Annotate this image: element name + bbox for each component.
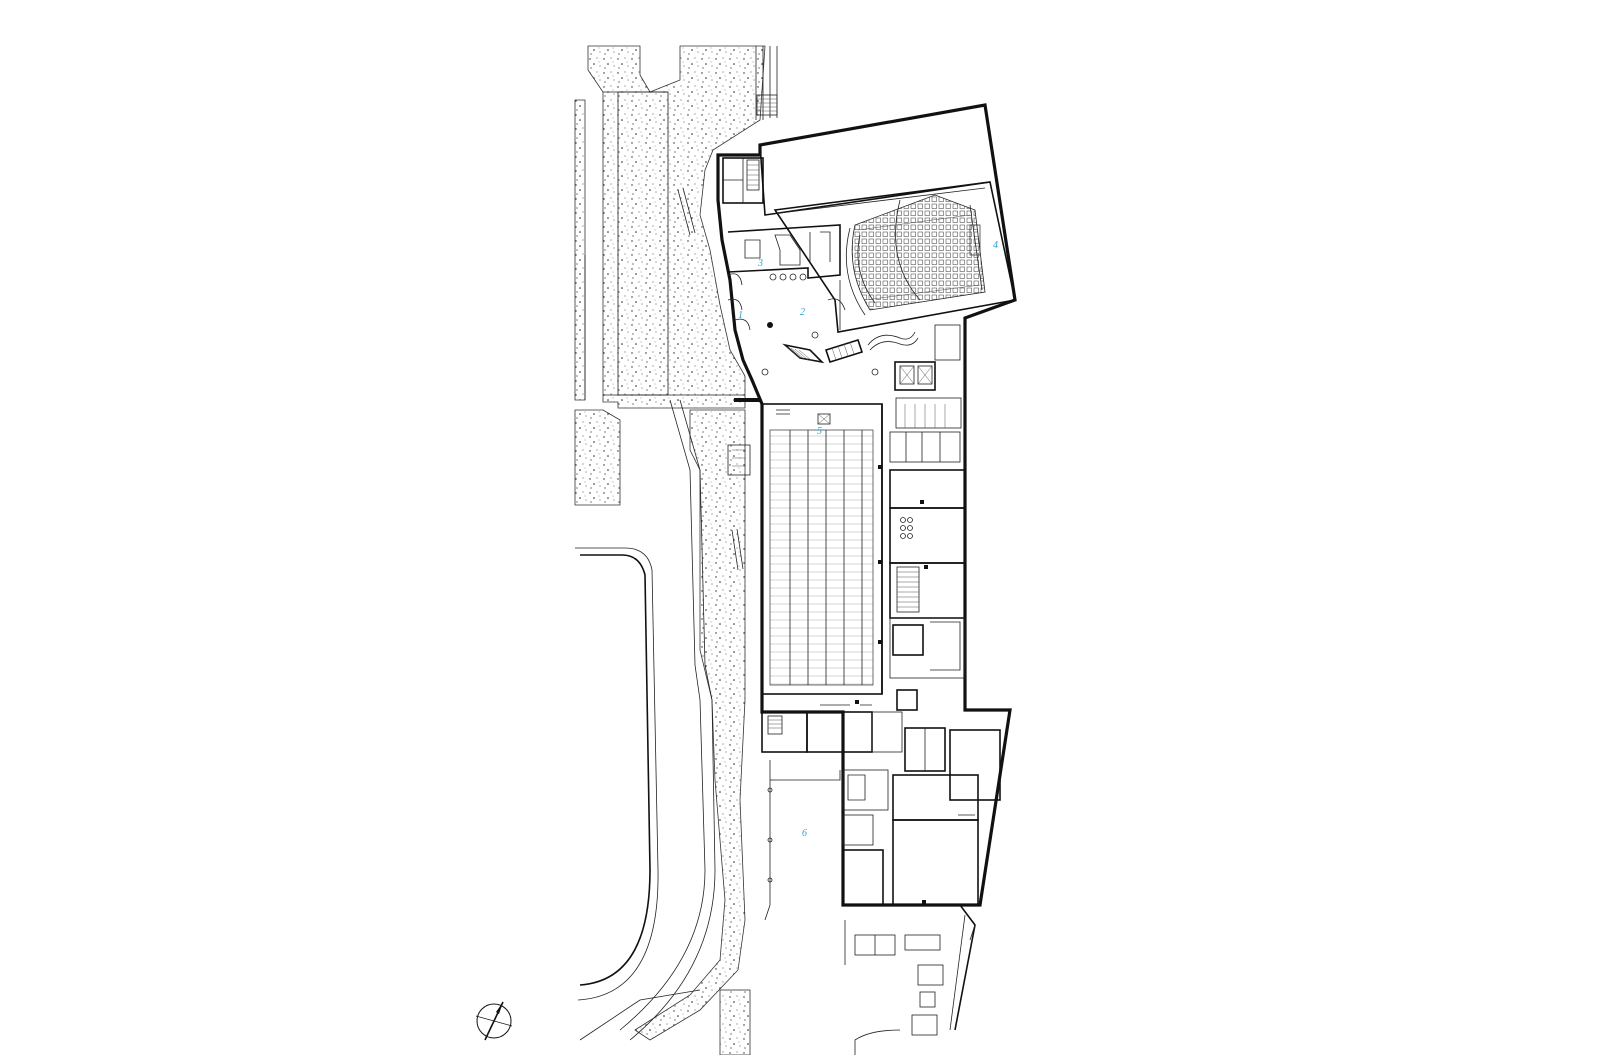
site-landscape [574, 45, 901, 1055]
lower-wing [761, 704, 1001, 906]
top-stairs [755, 46, 778, 120]
room-label-3: 3 [757, 258, 763, 269]
room-label-2: 2 [800, 307, 805, 318]
auditorium-seating [845, 194, 986, 316]
door-markers [734, 398, 928, 904]
room-label-6: 6 [802, 828, 807, 839]
room-label-1: 1 [738, 310, 743, 321]
room-label-5: 5 [817, 426, 822, 437]
north-arrow-icon [475, 1001, 513, 1041]
pool-hall [761, 397, 966, 711]
room-label-4: 4 [993, 240, 998, 251]
outdoor-court [764, 760, 841, 921]
south-exterior [844, 904, 976, 1036]
classroom-chairs [900, 517, 913, 539]
room-labels: 1 2 3 4 5 6 [738, 240, 998, 839]
lobby-area [722, 157, 961, 391]
